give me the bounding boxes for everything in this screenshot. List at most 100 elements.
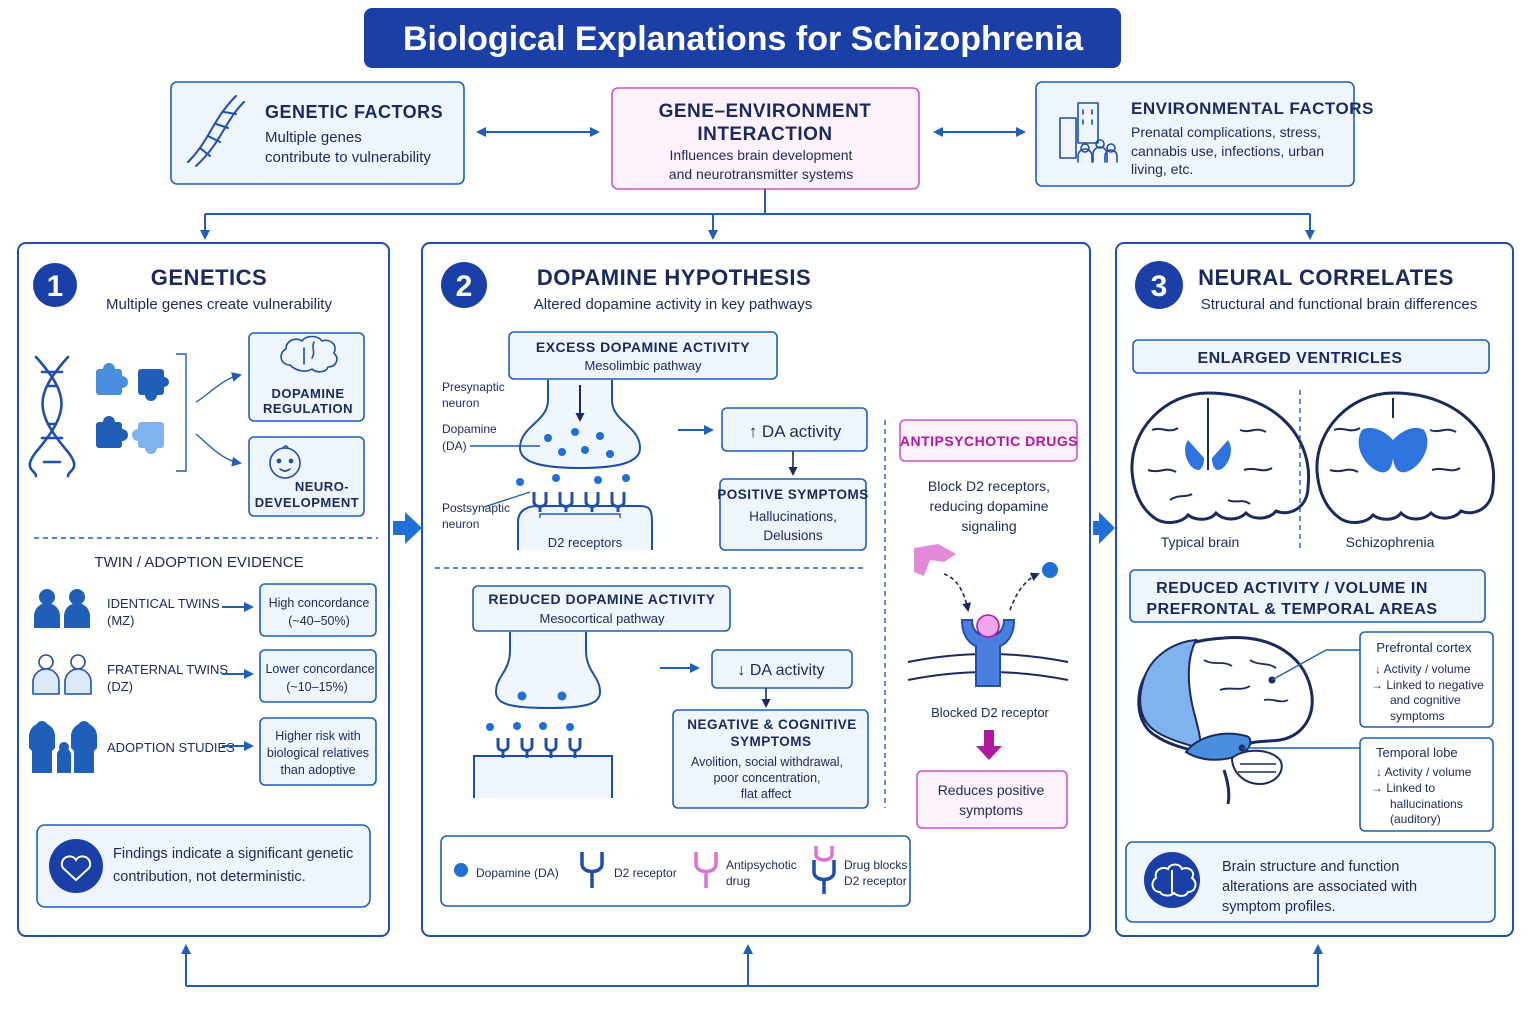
genetic-factors-line1: Multiple genes	[265, 129, 362, 146]
genetics-heading: GENETICS	[151, 265, 267, 290]
environmental-factors-line3: living, etc.	[1131, 161, 1193, 177]
panel-link-arrow-2	[1093, 512, 1115, 544]
side-brain-icon	[1137, 636, 1314, 805]
adoption-studies-result2: biological relatives	[267, 746, 369, 760]
dopamine-regulation-line2: REGULATION	[263, 401, 353, 416]
genetics-findings-box: Findings indicate a significant genetic …	[36, 824, 371, 908]
dna-icon	[187, 95, 245, 167]
prefrontal-line2: → Linked to negative	[1371, 678, 1484, 692]
neural-summary-line2: alterations are associated with	[1222, 879, 1417, 895]
identical-twins-label2: (MZ)	[107, 613, 134, 628]
temporal-line3: hallucinations	[1390, 797, 1463, 811]
temporal-line1: ↓ Activity / volume	[1376, 765, 1472, 779]
neural-summary-line3: symptom profiles.	[1222, 899, 1336, 915]
identical-twins-result1: High concordance	[269, 596, 370, 610]
schizophrenia-brain-label: Schizophrenia	[1346, 534, 1435, 550]
dopamine-subtitle: Altered dopamine activity in key pathway…	[534, 296, 812, 313]
interaction-heading2: INTERACTION	[697, 124, 832, 145]
legend-drug-block-icon	[812, 860, 836, 894]
legend-block1: Drug blocks	[844, 858, 907, 872]
neural-summary-box: Brain structure and function alterations…	[1125, 841, 1496, 923]
d2-receptors-label: D2 receptors	[548, 535, 623, 550]
dopamine-regulation-box: DOPAMINE REGULATION	[248, 332, 365, 422]
genetic-factors-heading: GENETIC FACTORS	[265, 102, 443, 122]
baby-face-icon	[269, 445, 301, 479]
positive-line1: Hallucinations,	[749, 509, 837, 524]
adoption-studies-result3: than adoptive	[280, 763, 355, 777]
presynaptic-label2: neuron	[442, 396, 479, 410]
typical-brain-label: Typical brain	[1161, 534, 1240, 550]
dopamine-number-badge	[441, 262, 487, 308]
blocked-receptor-label: Blocked D2 receptor	[931, 705, 1049, 720]
heart-hands-icon	[60, 855, 92, 882]
panel-link-arrow-1	[393, 512, 422, 544]
legend-drug1: Antipsychotic	[726, 858, 797, 872]
neurodevelopment-line1: NEURO-	[295, 479, 349, 494]
neural-subtitle: Structural and functional brain differen…	[1201, 296, 1478, 313]
antipsychotic-result2: symptoms	[959, 802, 1023, 818]
fraternal-twins-result1: Lower concordance	[265, 662, 374, 676]
reduced-synapse	[473, 632, 613, 798]
fraternal-twins-row: FRATERNAL TWINS (DZ) Lower concordance (…	[32, 649, 377, 703]
city-people-icon	[1059, 102, 1118, 163]
temporal-title: Temporal lobe	[1376, 745, 1458, 760]
adoption-studies-label: ADOPTION STUDIES	[107, 740, 235, 755]
dopamine-panel: 2 DOPAMINE HYPOTHESIS Altered dopamine a…	[421, 242, 1091, 937]
family-icon	[29, 721, 97, 773]
environmental-factors-line2: cannabis use, infections, urban	[1131, 143, 1324, 159]
dopamine-heading: DOPAMINE HYPOTHESIS	[537, 265, 811, 290]
dopamine-legend: Dopamine (DA) D2 receptor Antipsychotic …	[440, 835, 911, 907]
postsynaptic-label1: Postsynaptic	[442, 501, 510, 515]
typical-brain-icon	[1130, 391, 1311, 524]
fraternal-twins-label2: (DZ)	[107, 679, 133, 694]
neural-number-badge	[1135, 261, 1183, 309]
antipsychotic-line2: reducing dopamine	[929, 498, 1048, 514]
up-da-activity: ↑ DA activity	[749, 422, 842, 441]
prefrontal-line4: symptoms	[1390, 709, 1445, 723]
adoption-studies-result1: Higher risk with	[275, 729, 360, 743]
reduced-areas-line2: PREFRONTAL & TEMPORAL AREAS	[1146, 601, 1437, 618]
positive-line2: Delusions	[763, 528, 823, 543]
dopamine-number: 2	[456, 270, 473, 303]
environmental-factors-heading: ENVIRONMENTAL FACTORS	[1131, 99, 1374, 118]
reduced-sub: Mesocortical pathway	[540, 611, 665, 626]
legend-d2-receptor-icon	[580, 852, 604, 888]
neurodevelopment-line2: DEVELOPMENT	[255, 495, 359, 510]
brain-summary-icon	[1151, 863, 1197, 897]
dopamine-label2: (DA)	[442, 439, 467, 453]
page-title: Biological Explanations for Schizophreni…	[403, 20, 1084, 58]
reduces-arrow	[976, 730, 1002, 760]
legend-antipsychotic-icon	[694, 852, 718, 888]
negative-heading1: NEGATIVE & COGNITIVE	[687, 717, 857, 732]
positive-heading: POSITIVE SYMPTOMS	[717, 487, 869, 502]
prefrontal-line3: and cognitive	[1390, 693, 1461, 707]
interaction-line1: Influences brain development	[670, 147, 853, 163]
antipsychotic-line3: signaling	[961, 518, 1016, 534]
interaction-line2: and neurotransmitter systems	[669, 166, 853, 182]
genetic-factors-line2: contribute to vulnerability	[265, 149, 431, 166]
brain-icon	[280, 335, 338, 373]
genetics-subtitle: Multiple genes create vulnerability	[106, 296, 332, 313]
genetics-number: 1	[47, 270, 64, 303]
excess-sub: Mesolimbic pathway	[584, 358, 702, 373]
schizophrenia-brain-icon	[1315, 391, 1496, 524]
puzzle-pieces-icon	[96, 363, 169, 454]
interaction-heading1: GENE–ENVIRONMENT	[659, 101, 872, 122]
antipsychotic-result1: Reduces positive	[938, 782, 1045, 798]
presynaptic-label1: Presynaptic	[442, 380, 505, 394]
bracket-arrow-up	[195, 372, 242, 403]
excess-heading: EXCESS DOPAMINE ACTIVITY	[536, 339, 750, 355]
environmental-factors-box: ENVIRONMENTAL FACTORS Prenatal complicat…	[1035, 81, 1374, 187]
evidence-heading: TWIN / ADOPTION EVIDENCE	[94, 554, 303, 571]
dna-helix-icon	[28, 355, 76, 478]
antipsychotic-heading: ANTIPSYCHOTIC DRUGS	[900, 433, 1078, 449]
genetics-findings-line2: contribution, not deterministic.	[113, 869, 306, 885]
negative-line1: Avolition, social withdrawal,	[691, 755, 843, 769]
neural-panel: 3 NEURAL CORRELATES Structural and funct…	[1115, 242, 1514, 937]
excess-synapse: Presynaptic neuron Dopamine (DA) Postsyn…	[442, 380, 653, 550]
dopamine-regulation-line1: DOPAMINE	[271, 386, 344, 401]
prefrontal-title: Prefrontal cortex	[1376, 640, 1472, 655]
identical-twins-result2: (~40–50%)	[288, 614, 350, 628]
genetics-panel: 1 GENETICS Multiple genes create vulnera…	[17, 242, 390, 937]
